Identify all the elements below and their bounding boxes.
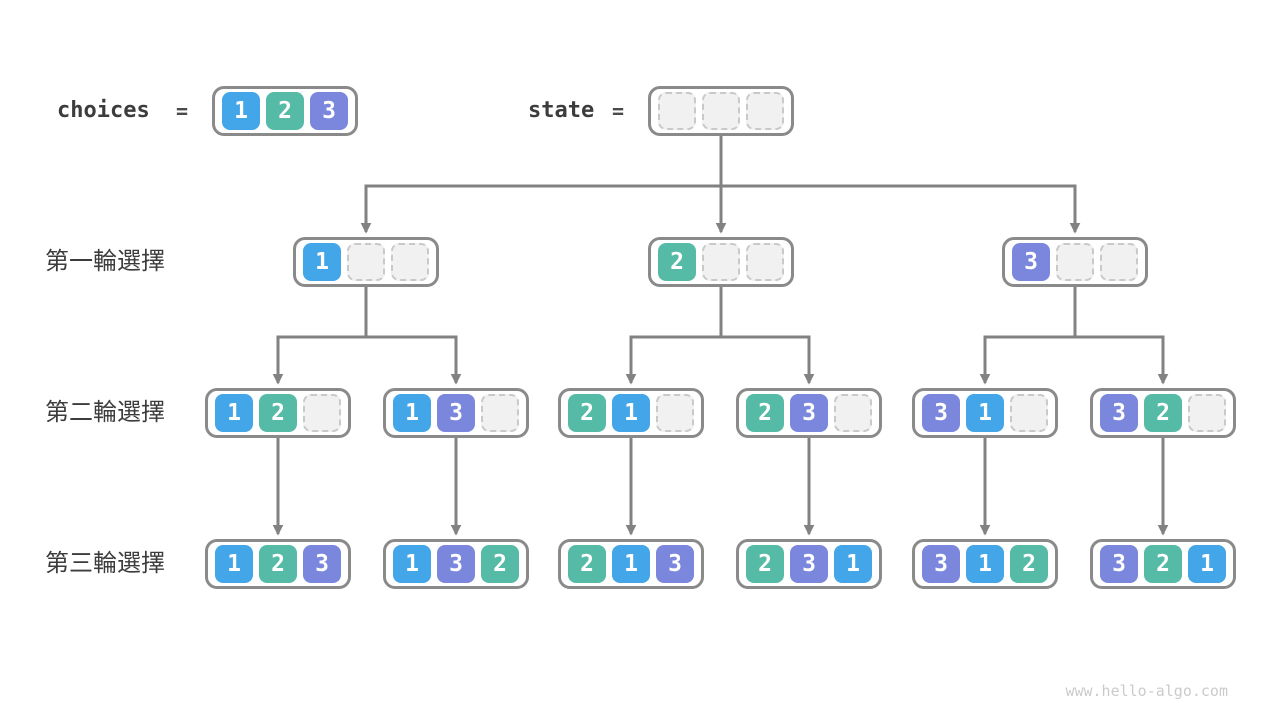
choice-cell-2: 2 (259, 545, 297, 583)
row-label-round-3: 第三輪選擇 (45, 550, 165, 577)
choice-cell-1: 1 (215, 394, 253, 432)
choice-cell-2: 2 (568, 394, 606, 432)
empty-cell (834, 394, 872, 432)
choice-cell-2: 2 (1144, 545, 1182, 583)
empty-cell (1010, 394, 1048, 432)
choice-cell-2: 2 (481, 545, 519, 583)
row-label-round-1: 第一輪選擇 (45, 248, 165, 275)
empty-cell (658, 92, 696, 130)
empty-cell (746, 92, 784, 130)
row-label-round-2: 第二輪選擇 (45, 399, 165, 426)
empty-cell (702, 92, 740, 130)
choice-cell-1: 1 (612, 545, 650, 583)
empty-cell (391, 243, 429, 281)
empty-cell (1056, 243, 1094, 281)
choice-cell-2: 2 (658, 243, 696, 281)
empty-cell (347, 243, 385, 281)
choice-cell-3: 3 (922, 545, 960, 583)
choice-cell-3: 3 (656, 545, 694, 583)
empty-cell (481, 394, 519, 432)
choice-cell-3: 3 (1012, 243, 1050, 281)
state-node-r1-2: 3 (1002, 237, 1148, 287)
choice-cell-2: 2 (568, 545, 606, 583)
choice-cell-3: 3 (790, 394, 828, 432)
empty-cell (1100, 243, 1138, 281)
choice-cell-1: 1 (303, 243, 341, 281)
state-node-r1-0: 1 (293, 237, 439, 287)
choices-equals-sign: = (176, 99, 189, 123)
choice-cell-1: 1 (222, 92, 260, 130)
choice-cell-1: 1 (834, 545, 872, 583)
choice-cell-1: 1 (966, 394, 1004, 432)
choice-cell-3: 3 (1100, 394, 1138, 432)
choices-label: choices (57, 98, 150, 123)
state-root-box (648, 86, 794, 136)
choice-cell-1: 1 (966, 545, 1004, 583)
choice-cell-3: 3 (437, 394, 475, 432)
choice-cell-1: 1 (1188, 545, 1226, 583)
choice-cell-3: 3 (790, 545, 828, 583)
state-label: state (528, 98, 595, 123)
empty-cell (702, 243, 740, 281)
state-node-r1-1: 2 (648, 237, 794, 287)
choice-cell-1: 1 (393, 545, 431, 583)
empty-cell (656, 394, 694, 432)
watermark: www.hello-algo.com (1065, 682, 1228, 700)
empty-cell (1188, 394, 1226, 432)
choice-cell-1: 1 (393, 394, 431, 432)
choice-cell-2: 2 (746, 545, 784, 583)
empty-cell (303, 394, 341, 432)
choice-cell-3: 3 (303, 545, 341, 583)
state-equals-sign: = (612, 99, 625, 123)
choice-cell-2: 2 (259, 394, 297, 432)
choice-cell-3: 3 (1100, 545, 1138, 583)
choice-cell-3: 3 (922, 394, 960, 432)
choice-cell-3: 3 (437, 545, 475, 583)
choice-cell-2: 2 (266, 92, 304, 130)
choice-cell-1: 1 (612, 394, 650, 432)
empty-cell (746, 243, 784, 281)
choice-cell-2: 2 (746, 394, 784, 432)
choice-cell-3: 3 (310, 92, 348, 130)
choice-cell-1: 1 (215, 545, 253, 583)
choice-cell-2: 2 (1144, 394, 1182, 432)
choice-cell-2: 2 (1010, 545, 1048, 583)
